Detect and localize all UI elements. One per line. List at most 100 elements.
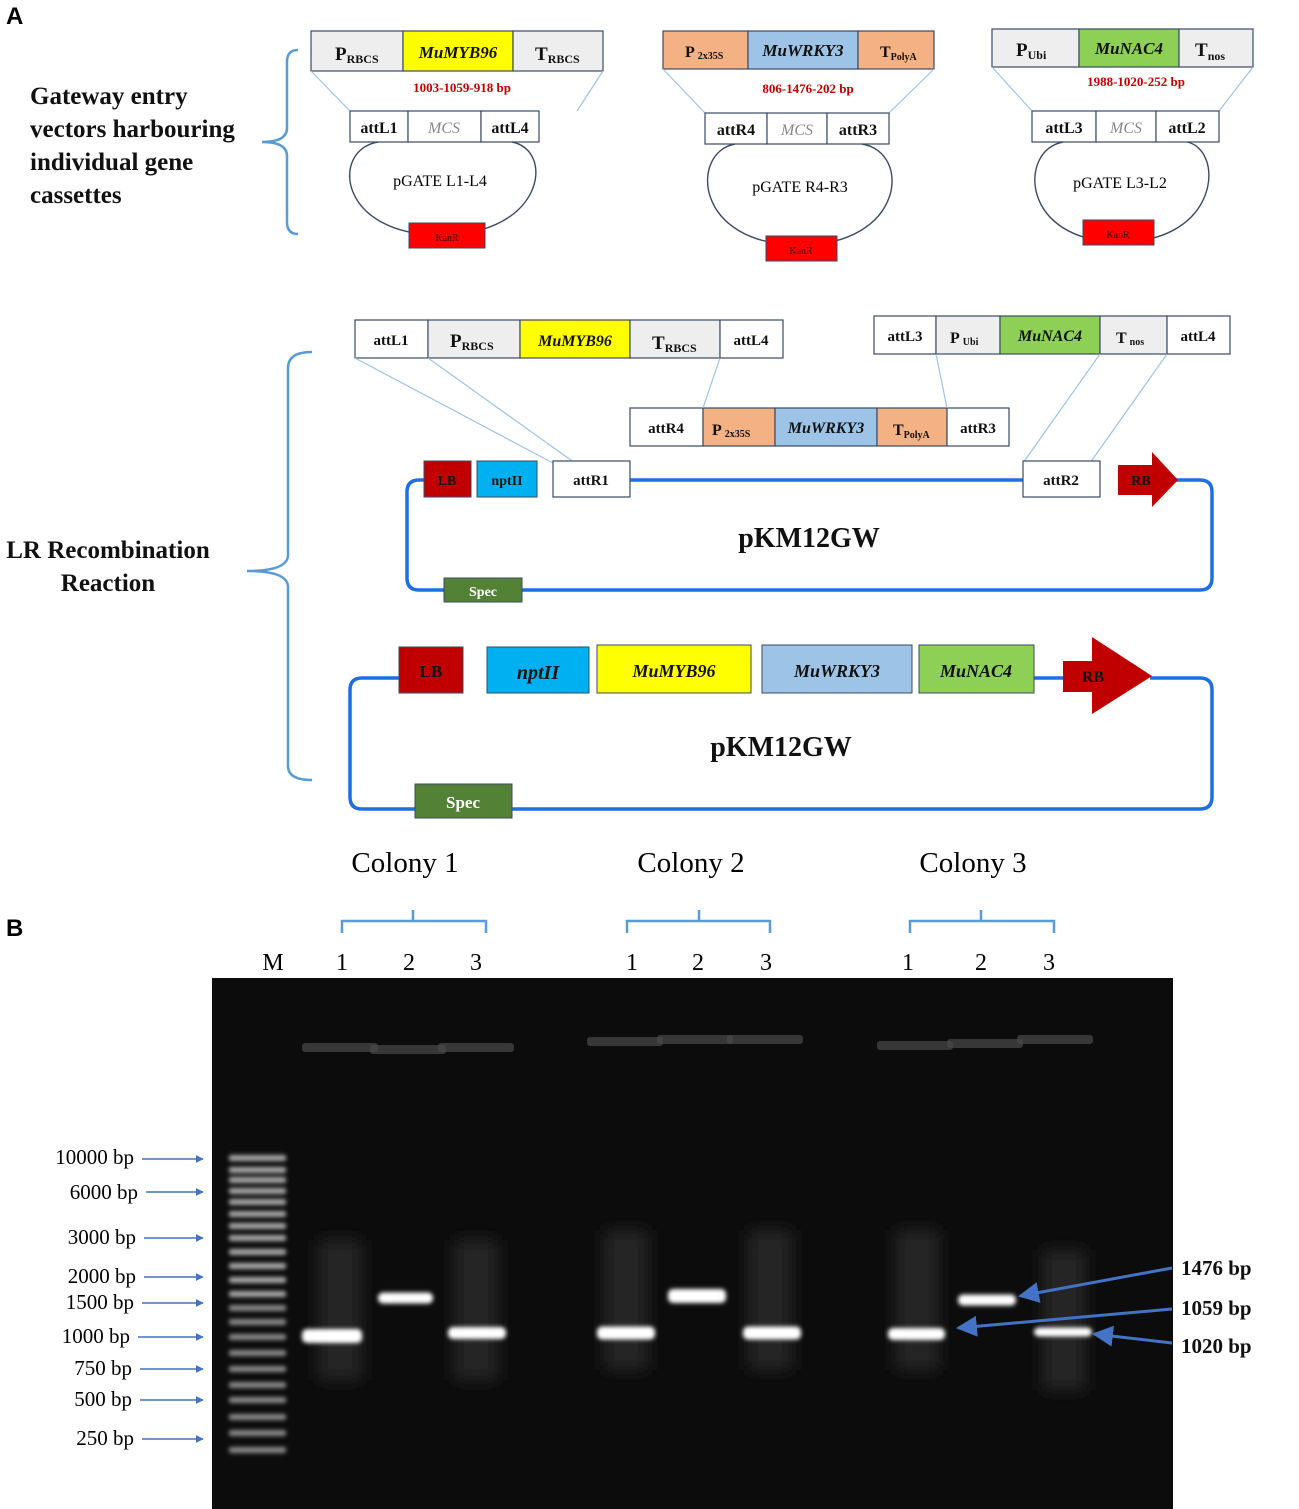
colony-1-bracket <box>340 910 488 933</box>
gel-well <box>587 1037 663 1046</box>
final-name: pKM12GW <box>710 732 852 763</box>
lane-c1-3: 3 <box>470 950 482 976</box>
ladder-band <box>229 1414 286 1420</box>
final-spec-box <box>414 783 513 819</box>
final-vector: LB nptII MuMYB96 MuWRKY3 MuNAC4 RB pKM12… <box>348 637 1214 819</box>
v1-gene-label: MuMYB96 <box>418 43 498 62</box>
ladder-band <box>229 1334 286 1340</box>
ladder-500: 500 bp <box>74 1387 132 1411</box>
v3-size-label: 1988-1020-252 bp <box>1087 74 1185 89</box>
ladder-band <box>229 1430 286 1436</box>
lr-cassette-1: attL1 PRBCS MuMYB96 TRBCS attL4 <box>354 319 784 359</box>
ladder-band <box>229 1263 286 1269</box>
lr-guides <box>354 353 1168 464</box>
ladder-band <box>229 1199 286 1205</box>
v2-att-left: attR4 <box>717 122 755 139</box>
ladder-6000: 6000 bp <box>70 1180 138 1204</box>
v2-terminator-box <box>857 30 935 70</box>
band-label-1476: 1476 bp <box>1181 1256 1252 1280</box>
lr3-gene: MuNAC4 <box>1017 328 1082 345</box>
v1-plasmid-name: pGATE L1-L4 <box>393 173 487 190</box>
ladder-band <box>229 1188 286 1194</box>
band-annotations: 1476 bp 1059 bp 1020 bp <box>955 1256 1252 1358</box>
svg-text:TPolyA: TPolyA <box>880 44 918 63</box>
v2-kanr: KanR <box>789 246 813 257</box>
gel-image <box>212 978 1173 1509</box>
ladder-2000: 2000 bp <box>68 1264 136 1288</box>
lane-c2-2: 2 <box>692 950 704 976</box>
gel-well <box>438 1043 514 1052</box>
v2-mcs: MCS <box>780 122 813 139</box>
section1-line1: Gateway entry <box>30 83 188 110</box>
band-label-1020: 1020 bp <box>1181 1334 1252 1358</box>
v1-size-label: 1003-1059-918 bp <box>413 80 511 95</box>
svg-text:PUbi: PUbi <box>1016 40 1047 62</box>
v3-mcs: MCS <box>1109 120 1142 137</box>
colony-headers: Colony 1 Colony 2 Colony 3 <box>340 847 1056 933</box>
v1-kanr: KanR <box>435 233 459 244</box>
section1-line4: cassettes <box>30 182 122 209</box>
gel-well <box>657 1035 733 1044</box>
v3-att-right-box <box>1155 110 1220 143</box>
lr2-att-right: attR3 <box>960 421 996 437</box>
ladder-band <box>229 1235 286 1241</box>
ladder-3000: 3000 bp <box>68 1225 136 1249</box>
v1-att-right: attL4 <box>491 120 528 137</box>
gel-well <box>370 1045 446 1054</box>
gel-band <box>448 1327 506 1339</box>
lane-c2-3: 3 <box>760 950 772 976</box>
svg-text:PUbi: PUbi <box>950 330 979 348</box>
panel-a-letter: A <box>6 3 23 30</box>
v2-mcs-box <box>766 112 828 145</box>
v3-gene-label: MuNAC4 <box>1094 39 1163 58</box>
ladder-band <box>229 1319 286 1325</box>
gel-well <box>727 1035 803 1044</box>
ladder-1000: 1000 bp <box>62 1324 130 1348</box>
section2-line1: LR Recombination <box>6 537 210 564</box>
lr1-att-left-box <box>354 319 429 359</box>
v1-terminator-box <box>512 30 604 72</box>
section1-label: Gateway entry vectors harbouring individ… <box>30 83 235 209</box>
final-nptii-box <box>486 646 590 694</box>
final-spec: Spec <box>446 793 480 812</box>
lane-c3-3: 3 <box>1043 950 1055 976</box>
v3-att-left-box <box>1031 110 1097 143</box>
final-gene3-box <box>918 644 1035 694</box>
ladder-band <box>229 1397 286 1403</box>
ladder-250: 250 bp <box>76 1426 134 1450</box>
v2-att-right: attR3 <box>839 122 877 139</box>
gel-smear <box>604 1230 648 1370</box>
section2-line2: Reaction <box>61 570 156 597</box>
v3-kanr: KanR <box>1106 230 1130 241</box>
colony-3-bracket <box>908 910 1056 933</box>
v1-promoter-box <box>310 30 404 72</box>
ladder-band <box>229 1447 286 1453</box>
gel-band <box>378 1292 433 1304</box>
gel-smears <box>318 1230 1086 1390</box>
dest-nptii-box <box>476 460 538 498</box>
v3-kanr-box <box>1082 219 1155 246</box>
v3-plasmid-name: pGATE L3-L2 <box>1073 175 1167 192</box>
final-gene2-box <box>761 644 913 694</box>
gel-band <box>888 1328 945 1340</box>
ladder-band <box>229 1167 286 1173</box>
final-rb: RB <box>1082 669 1105 686</box>
lane-c2-1: 1 <box>626 950 638 976</box>
v1-att-left: attL1 <box>360 120 397 137</box>
v2-gene-label: MuWRKY3 <box>761 41 844 60</box>
v1-kanr-box <box>408 222 486 249</box>
section2-label: LR Recombination Reaction <box>6 537 210 597</box>
ladder-band <box>229 1350 286 1356</box>
svg-text:PRBCS: PRBCS <box>450 331 494 353</box>
svg-text:TPolyA: TPolyA <box>893 422 931 441</box>
gel-ladder <box>229 1155 286 1453</box>
destination-vector: LB nptII attR1 attR2 RB pKM12GW Spec <box>405 452 1214 603</box>
gel-smear <box>454 1240 498 1380</box>
gel-band <box>597 1326 655 1340</box>
gel-bands <box>302 1289 1092 1343</box>
colony-3-label: Colony 3 <box>919 847 1026 879</box>
